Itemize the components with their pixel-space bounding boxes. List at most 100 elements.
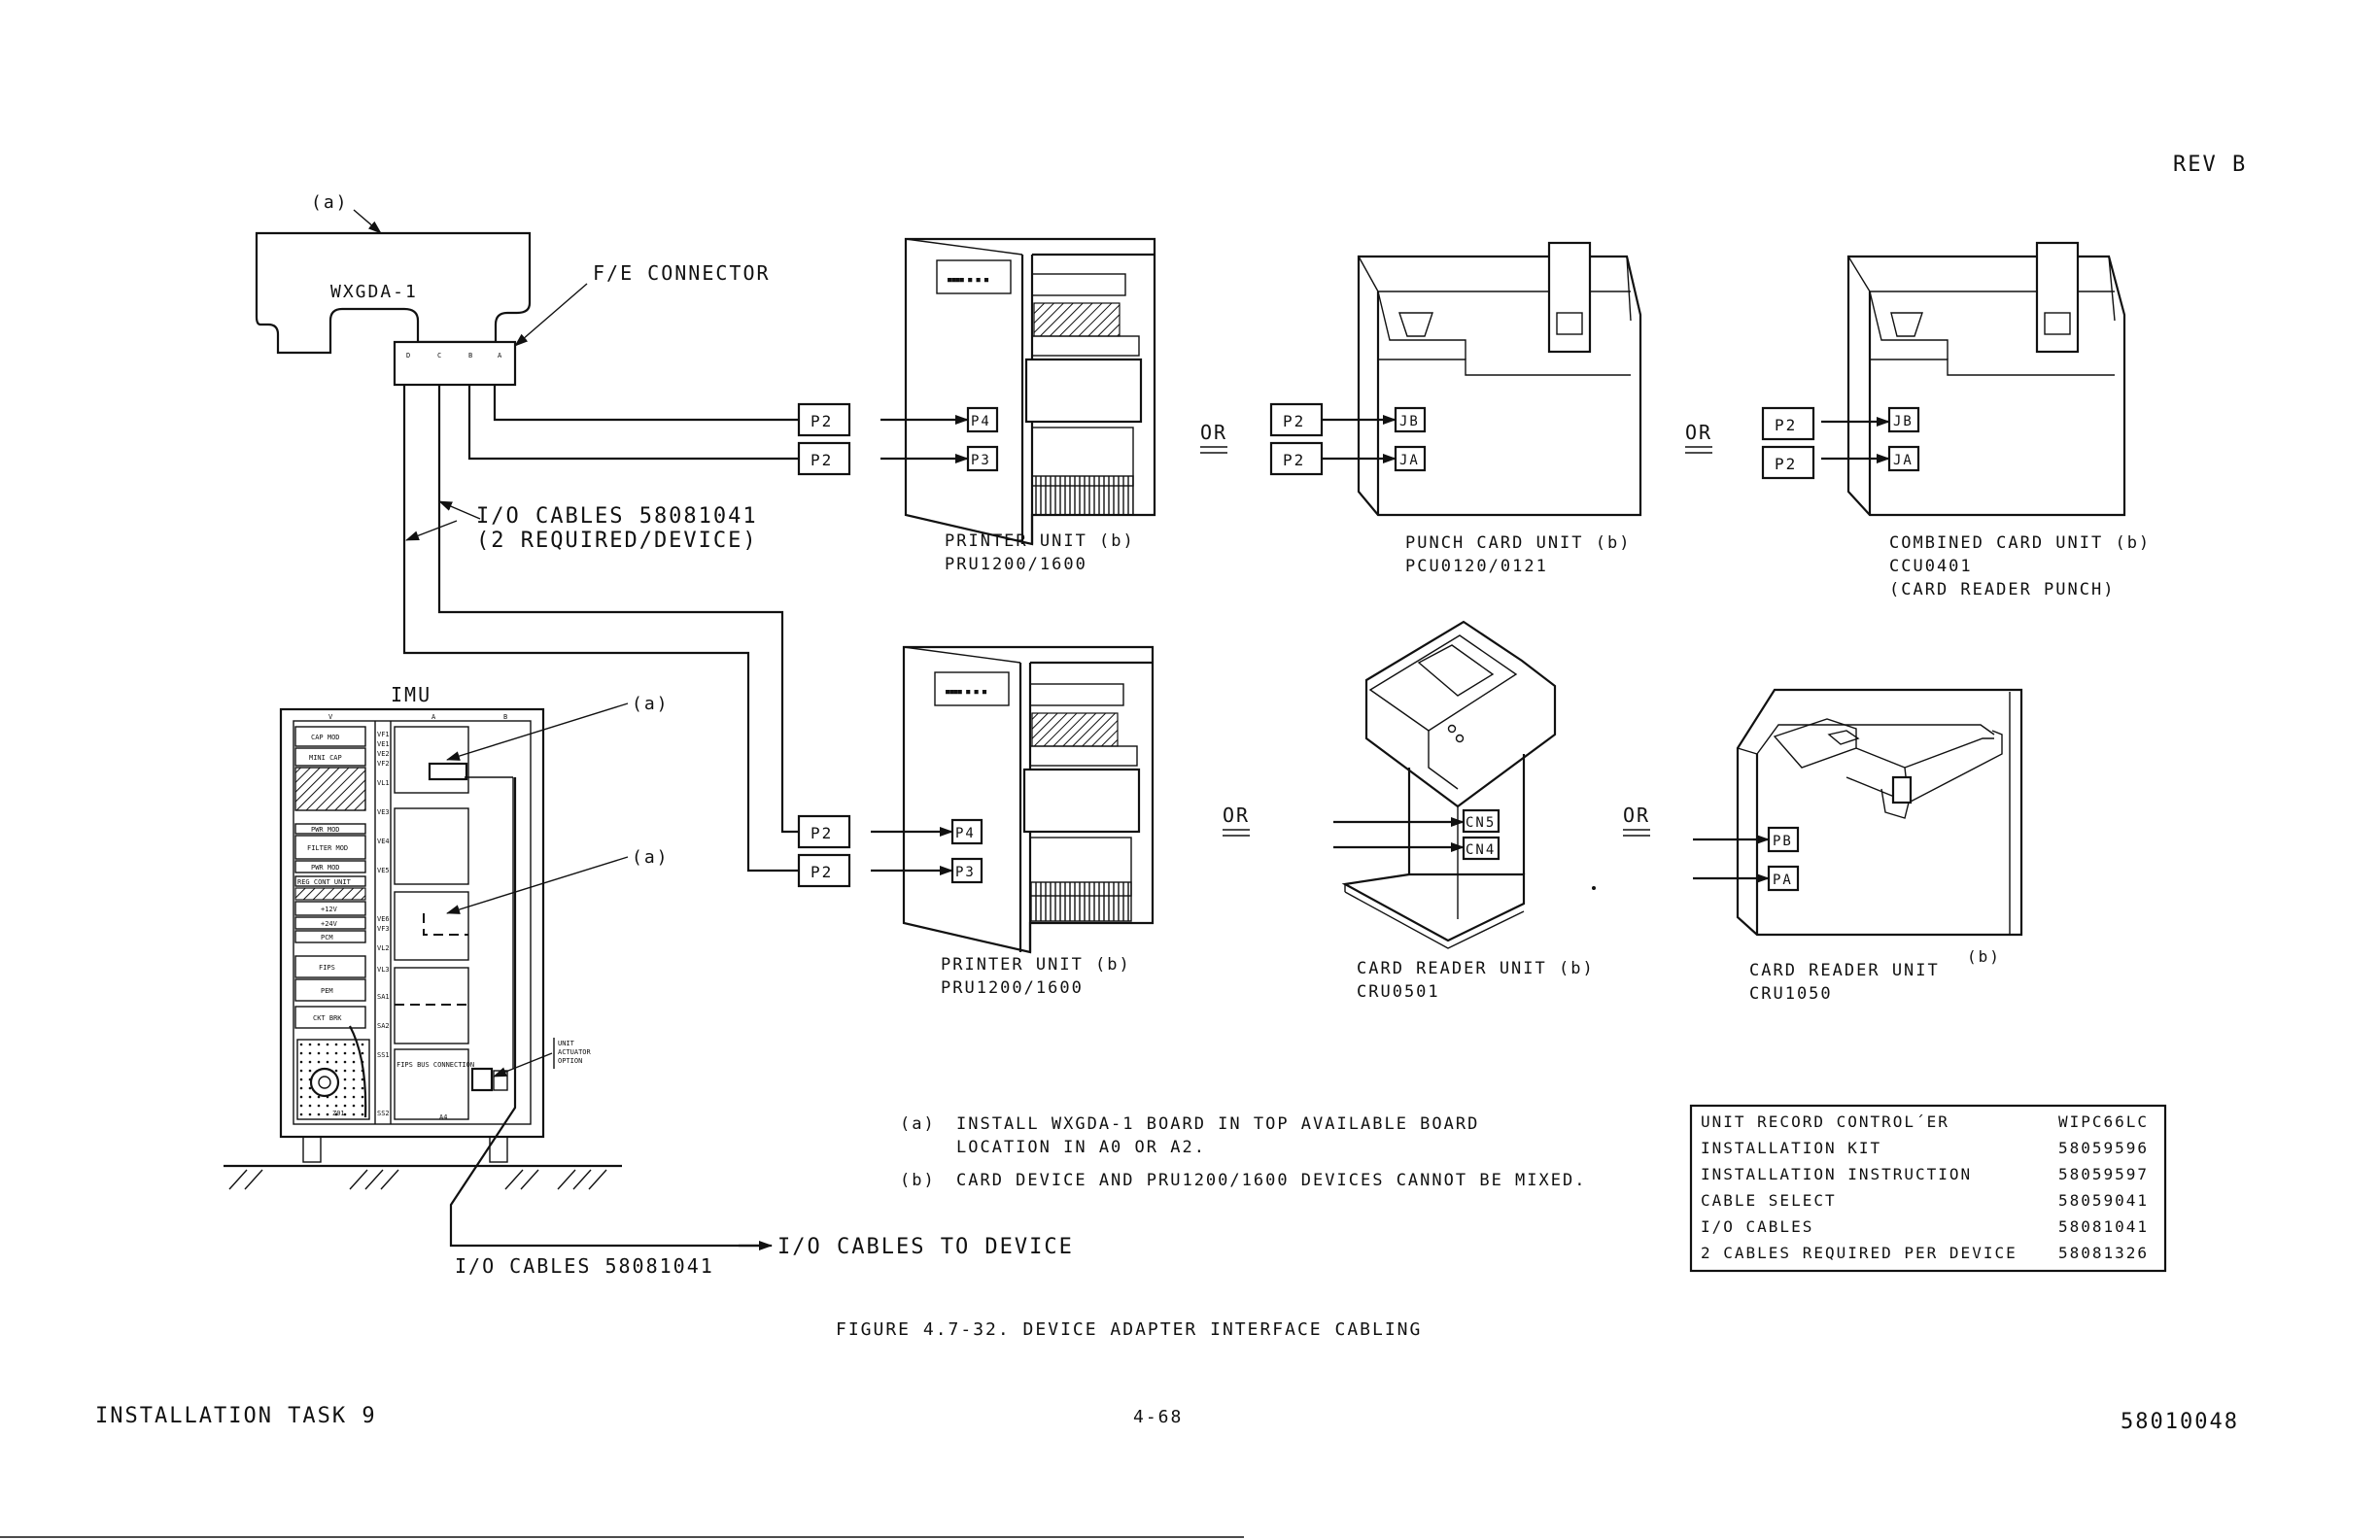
or-separator-2: OR — [1685, 421, 1712, 454]
imu-mod-3: FILTER MOD — [307, 844, 348, 852]
p4-printer-top: P4 — [971, 414, 991, 429]
parts-row-0-value: WIPC66LC — [2058, 1112, 2149, 1131]
footnotes: (a) INSTALL WXGDA-1 BOARD IN TOP AVAILAB… — [900, 1114, 1584, 1190]
printer-unit-top: P2 P2 ■■■■ ■ ■ ■ P4 P3 PRINTER UNIT (b) … — [797, 237, 1156, 574]
imu-option-0: UNIT — [558, 1040, 575, 1047]
svg-text:OR: OR — [1623, 804, 1650, 827]
combined-label2: CCU0401 — [1889, 557, 1973, 576]
imu-slot-1: VE1 — [377, 740, 390, 748]
printer-top-label1: PRINTER UNIT (b) — [945, 531, 1135, 551]
parts-row-2-label: INSTALLATION INSTRUCTION — [1701, 1165, 1972, 1183]
pin-b: B — [468, 352, 472, 359]
reader-0501-label1: CARD READER UNIT (b) — [1357, 959, 1595, 978]
printer-bottom-label1: PRINTER UNIT (b) — [941, 955, 1131, 975]
p4-printer-bottom: P4 — [955, 826, 976, 841]
p2-printer-top-1: P2 — [811, 412, 833, 430]
parts-row-5-value: 58081326 — [2058, 1244, 2149, 1262]
printer-bottom-label2: PRU1200/1600 — [941, 978, 1084, 998]
imu-mod-6: +12V — [321, 906, 338, 913]
pin-d: D — [406, 352, 410, 359]
card-reader-0501: CN5 CN4 CARD READER UNIT (b) CRU0501 — [1333, 620, 1596, 1002]
punch-label2: PCU0120/0121 — [1405, 557, 1548, 576]
imu-mod-1: MINI CAP — [309, 754, 342, 762]
imu-slot-10: VL2 — [377, 944, 390, 952]
svg-text:OR: OR — [1200, 421, 1227, 444]
punch-label1: PUNCH CARD UNIT (b) — [1405, 533, 1631, 553]
reader-1050-suffix: (b) — [1967, 947, 2001, 966]
figure-caption: FIGURE 4.7-32. DEVICE ADAPTER INTERFACE … — [836, 1319, 1422, 1340]
pa-reader: PA — [1773, 873, 1793, 888]
p2-combined-1: P2 — [1775, 416, 1797, 434]
imu-slot-6: VL1 — [377, 779, 390, 787]
note-a-line2: LOCATION IN A0 OR A2. — [956, 1138, 1206, 1157]
io-cables-right-label: I/O CABLES TO DEVICE — [777, 1235, 1074, 1259]
p2-combined-2: P2 — [1775, 455, 1797, 473]
parts-row-3-value: 58059041 — [2058, 1191, 2149, 1210]
io-cables-upper: I/O CABLES 58081041 (2 REQUIRED/DEVICE) — [402, 385, 799, 873]
imu-slot-8: VE6 — [377, 915, 390, 923]
fe-connector — [393, 340, 517, 387]
footer-left: INSTALLATION TASK 9 — [95, 1404, 377, 1428]
imu-col-v: V — [328, 713, 333, 721]
imu-slot-15: SS2 — [377, 1110, 390, 1117]
imu-slot-13: SA2 — [377, 1022, 390, 1030]
imu-slot-3: VF2 — [377, 760, 390, 768]
footer-right: 58010048 — [2121, 1410, 2239, 1434]
jb-punch: JB — [1399, 414, 1420, 429]
imu-mod-7: +24V — [321, 920, 338, 928]
imu-mod-0: CAP MOD — [311, 734, 340, 741]
reader-0501-label2: CRU0501 — [1357, 982, 1440, 1002]
note-a-tag: (a) — [900, 1114, 936, 1134]
rev-label: REV B — [2173, 153, 2247, 177]
imu-slot-11: VL3 — [377, 966, 390, 974]
parts-row-0-label: UNIT RECORD CONTROL´ER — [1701, 1112, 1949, 1131]
reader-1050-label1: CARD READER UNIT — [1749, 961, 1940, 980]
p2-printer-top-2: P2 — [811, 451, 833, 469]
p3-printer-top: P3 — [971, 453, 991, 468]
imu-mod-8: PCM — [321, 934, 333, 941]
p2-punch-1: P2 — [1283, 412, 1305, 430]
cn4-reader: CN4 — [1466, 842, 1496, 858]
io-cables-lower: I/O CABLES 58081041 I/O CABLES TO DEVICE — [449, 777, 1074, 1278]
imu-slot-9: VF3 — [377, 925, 390, 933]
ja-combined: JA — [1893, 453, 1914, 468]
imu-option-2: OPTION — [558, 1057, 582, 1065]
imu-callout-a2: (a) — [632, 847, 670, 868]
imu-slot-4: VE3 — [377, 808, 390, 816]
pin-a: A — [498, 352, 502, 359]
imu-mod-2: PWR MOD — [311, 826, 340, 834]
parts-row-4-label: I/O CABLES — [1701, 1217, 1813, 1236]
imu-title: IMU — [391, 683, 431, 706]
board-callout: (a) — [311, 192, 349, 213]
wxgda-board: (a) WXGDA-1 D C B A F/E CONNECTOR — [255, 192, 769, 387]
jb-combined: JB — [1893, 414, 1914, 429]
p2-printer-bottom-1: P2 — [811, 824, 833, 842]
or-separator-3: OR — [1223, 804, 1250, 837]
svg-text:OR: OR — [1685, 421, 1712, 444]
imu-slot-12: SA1 — [377, 993, 390, 1001]
ja-punch: JA — [1399, 453, 1420, 468]
parts-row-4-value: 58081041 — [2058, 1217, 2149, 1236]
parts-row-5-label: 2 CABLES REQUIRED PER DEVICE — [1701, 1244, 2018, 1262]
pin-c: C — [437, 352, 441, 359]
cn5-reader: CN5 — [1466, 815, 1496, 831]
imu-cabinet: IMU V A B CAP MOD MINI CAP PWR MOD FILTE… — [224, 683, 670, 1190]
combined-card-unit: P2 P2 JB JA COMBINED CARD UNIT (b) CCU04… — [1761, 241, 2149, 599]
imu-mod-10: PEM — [321, 987, 333, 995]
p2-printer-bottom-2: P2 — [811, 863, 833, 881]
footer-center: 4-68 — [1133, 1407, 1183, 1427]
parts-row-2-value: 58059597 — [2058, 1165, 2149, 1183]
imu-mod-12: Z01 — [332, 1110, 345, 1117]
printer-top-label2: PRU1200/1600 — [945, 555, 1087, 574]
imu-mod-9: FIPS — [319, 964, 335, 972]
p3-printer-bottom: P3 — [955, 865, 976, 880]
or-separator-4: OR — [1623, 804, 1650, 837]
svg-text:■■■■ ■ ■ ■: ■■■■ ■ ■ ■ — [948, 276, 989, 284]
imu-fips-label: FIPS BUS CONNECTION — [397, 1061, 474, 1069]
imu-slot-2: VE2 — [377, 750, 390, 758]
imu-slot-0: VF1 — [377, 731, 390, 738]
imu-mod-11: CKT BRK — [313, 1014, 342, 1022]
card-reader-1050: PB PA CARD READER UNIT (b) CRU1050 — [1693, 688, 2023, 1004]
imu-a4-label: A4 — [439, 1113, 447, 1121]
